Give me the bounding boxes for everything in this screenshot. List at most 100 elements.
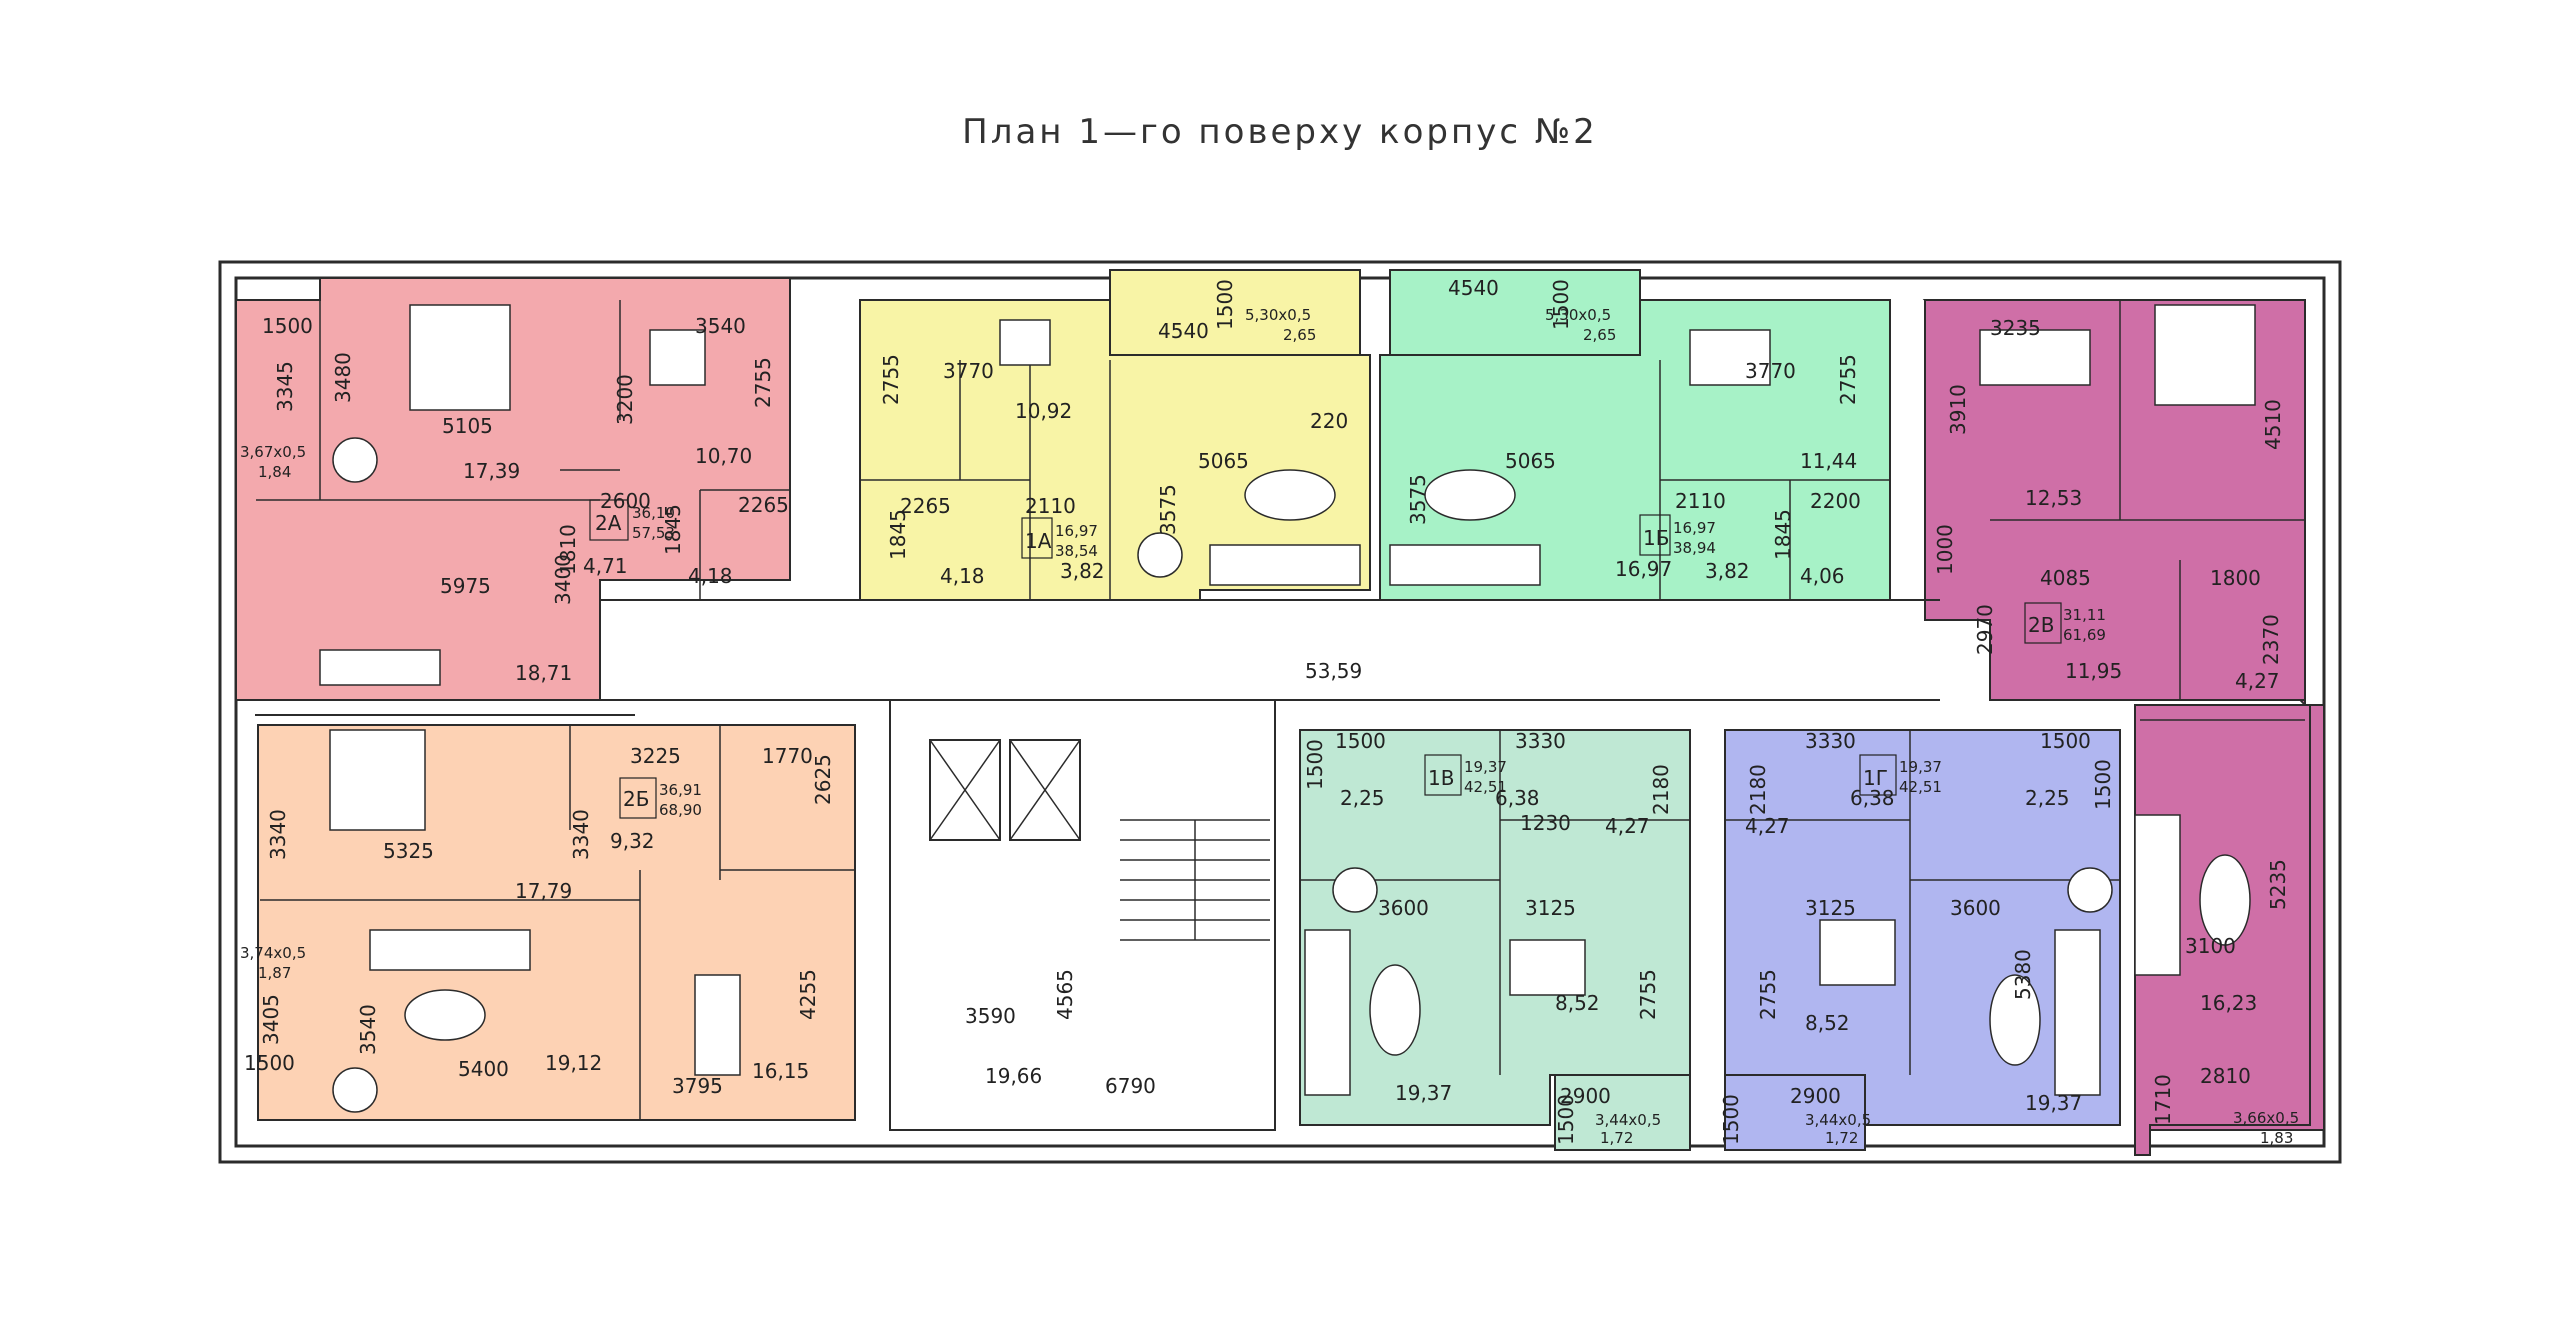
rug-icon bbox=[1424, 469, 1516, 521]
plant-icon bbox=[2067, 867, 2113, 913]
rug-icon bbox=[1244, 469, 1336, 521]
area-label: 3,74х0,5 bbox=[240, 944, 306, 962]
apt-1b-code: 1Б bbox=[1643, 526, 1669, 550]
dim-label: 1500 bbox=[1719, 1094, 1743, 1145]
table-icon bbox=[999, 319, 1051, 366]
area-label: 4,27 bbox=[1605, 814, 1650, 838]
dim-label: 2970 bbox=[1973, 604, 1997, 655]
bed-icon bbox=[409, 304, 511, 411]
corridor-walls bbox=[255, 599, 1940, 716]
dim-label: 3590 bbox=[965, 1004, 1016, 1028]
dim-label: 5065 bbox=[1198, 449, 1249, 473]
dim-label: 1710 bbox=[2151, 1074, 2175, 1125]
dim-label: 3340 bbox=[569, 809, 593, 860]
dim-label: 3540 bbox=[695, 314, 746, 338]
bed-icon bbox=[329, 729, 426, 831]
dim-label: 3540 bbox=[356, 1004, 380, 1055]
area-label: 12,53 bbox=[2025, 486, 2082, 510]
dim-label: 1770 bbox=[762, 744, 813, 768]
rug-icon bbox=[1369, 964, 1421, 1056]
dim-label: 2180 bbox=[1649, 764, 1673, 815]
table-icon bbox=[694, 974, 741, 1076]
apt-2b-code: 2Б bbox=[623, 787, 649, 811]
area-label: 6,38 bbox=[1850, 786, 1895, 810]
dim-label: 1500 bbox=[1303, 739, 1327, 790]
area-label: 8,52 bbox=[1805, 1011, 1850, 1035]
sofa-icon bbox=[1389, 544, 1541, 586]
dim-label: 2110 bbox=[1025, 494, 1076, 518]
table-icon bbox=[1689, 329, 1771, 386]
area-label: 4,27 bbox=[1745, 814, 1790, 838]
apt-2v-total: 61,69 bbox=[2063, 626, 2106, 644]
sofa-icon bbox=[1304, 929, 1351, 1096]
stair-core-zone bbox=[889, 699, 1276, 1131]
area-label: 19,12 bbox=[545, 1051, 602, 1075]
dim-label: 5380 bbox=[2011, 949, 2035, 1000]
area-label: 9,32 bbox=[610, 829, 655, 853]
dim-label: 1500 bbox=[1549, 279, 1573, 330]
bed-icon bbox=[2154, 304, 2256, 406]
furniture bbox=[319, 304, 2256, 1113]
dim-label: 5105 bbox=[442, 414, 493, 438]
area-label: 19,37 bbox=[1395, 1081, 1452, 1105]
dim-label: 2755 bbox=[1636, 969, 1660, 1020]
dim-label: 2755 bbox=[751, 357, 775, 408]
dim-label: 1845 bbox=[1771, 509, 1795, 560]
area-label: 18,71 bbox=[515, 661, 572, 685]
apt-2a-total: 57,53 bbox=[632, 524, 675, 542]
dim-label: 2180 bbox=[1746, 764, 1770, 815]
dim-label: 3575 bbox=[1406, 474, 1430, 525]
dim-label: 5325 bbox=[383, 839, 434, 863]
dim-label: 1500 bbox=[1335, 729, 1386, 753]
dim-label: 2810 bbox=[2200, 1064, 2251, 1088]
dim-label: 3400 bbox=[551, 554, 575, 605]
dim-label: 3345 bbox=[273, 361, 297, 412]
area-label: 2,65 bbox=[1283, 326, 1316, 344]
table-icon bbox=[1979, 329, 2091, 386]
dim-label: 1000 bbox=[1933, 524, 1957, 575]
dim-label: 3600 bbox=[1378, 896, 1429, 920]
dim-label: 2755 bbox=[1836, 354, 1860, 405]
area-label: 4,27 bbox=[2235, 669, 2280, 693]
dim-label: 2200 bbox=[1810, 489, 1861, 513]
dim-label: 3910 bbox=[1946, 384, 1970, 435]
apt-2v-code: 2В bbox=[2028, 613, 2054, 637]
apt-2a-living: 36,10 bbox=[632, 504, 675, 522]
area-label: 4,06 bbox=[1800, 564, 1845, 588]
area-label: 19,37 bbox=[2025, 1091, 2082, 1115]
dim-label: 3225 bbox=[630, 744, 681, 768]
area-label: 53,59 bbox=[1305, 659, 1362, 683]
apartment-labels: 2А 36,10 57,53 1А 16,97 38,54 1Б 16,97 3… bbox=[589, 499, 2106, 819]
area-label: 10,70 bbox=[695, 444, 752, 468]
dim-label: 3200 bbox=[613, 374, 637, 425]
apt-1b-living: 16,97 bbox=[1673, 519, 1716, 537]
dim-label: 6790 bbox=[1105, 1074, 1156, 1098]
dim-label: 5400 bbox=[458, 1057, 509, 1081]
area-label: 2,65 bbox=[1583, 326, 1616, 344]
dim-label: 4255 bbox=[796, 969, 820, 1020]
dim-label: 3575 bbox=[1156, 484, 1180, 535]
rug-icon bbox=[404, 989, 486, 1041]
rug-icon bbox=[2199, 854, 2251, 946]
area-label: 4,18 bbox=[940, 564, 985, 588]
area-label: 3,82 bbox=[1705, 559, 1750, 583]
dim-label: 3125 bbox=[1805, 896, 1856, 920]
dim-label: 3340 bbox=[266, 809, 290, 860]
dim-label: 2110 bbox=[1675, 489, 1726, 513]
apt-2b-total: 68,90 bbox=[659, 801, 702, 819]
area-label: 10,92 bbox=[1015, 399, 1072, 423]
apt-1b-total: 38,94 bbox=[1673, 539, 1716, 557]
dim-label: 5235 bbox=[2266, 859, 2290, 910]
dim-label: 2265 bbox=[738, 493, 789, 517]
area-label: 3,67х0,5 bbox=[240, 443, 306, 461]
dim-label: 3770 bbox=[943, 359, 994, 383]
sofa-icon bbox=[1209, 544, 1361, 586]
area-label: 3,66х0,5 bbox=[2233, 1109, 2299, 1127]
dim-label: 3405 bbox=[259, 994, 283, 1045]
dim-label: 1500 bbox=[2040, 729, 2091, 753]
apt-1g-living: 19,37 bbox=[1899, 758, 1942, 776]
apt-1v-code: 1В bbox=[1428, 766, 1454, 790]
sofa-icon bbox=[2054, 929, 2101, 1096]
apt-1g-code: 1Г bbox=[1863, 766, 1888, 790]
